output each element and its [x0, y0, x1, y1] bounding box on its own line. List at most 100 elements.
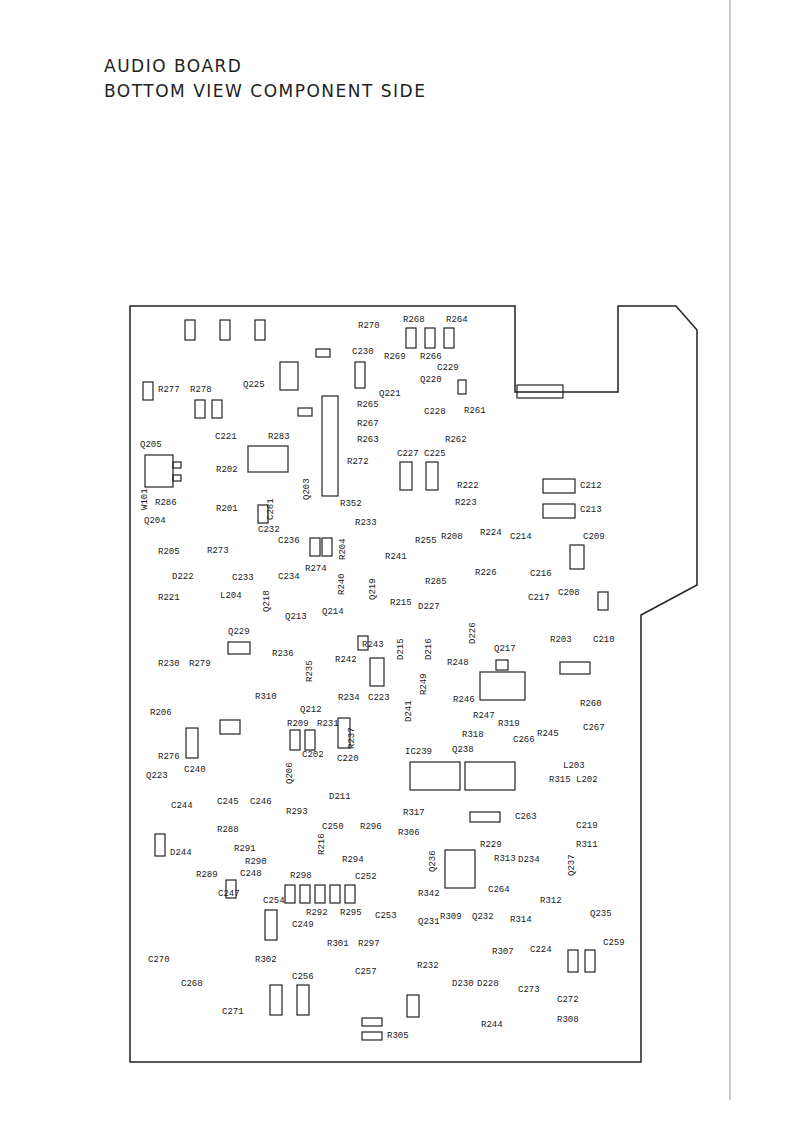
part-designator: R232 — [417, 961, 439, 971]
part-designator: R230 — [158, 659, 180, 669]
part-designator: C250 — [322, 822, 344, 832]
part-designator: R302 — [255, 955, 277, 965]
part-designator: L202 — [576, 775, 598, 785]
part-designator: R309 — [440, 912, 462, 922]
part-designator: R208 — [441, 532, 463, 542]
part-designator: C214 — [510, 532, 532, 542]
board-outline — [130, 306, 697, 1062]
part-designator: R222 — [457, 481, 479, 491]
part-designator: R267 — [357, 419, 379, 429]
part-designator: R263 — [357, 435, 379, 445]
part-designator: R279 — [189, 659, 211, 669]
part-designator: R202 — [216, 465, 238, 475]
part-designator: R236 — [272, 649, 294, 659]
part-designator: R288 — [217, 825, 239, 835]
part-designator: C213 — [580, 505, 602, 515]
part-designator: R269 — [384, 352, 406, 362]
part-designator: R226 — [475, 568, 497, 578]
part-designator: D227 — [418, 602, 440, 612]
part-designator: C268 — [181, 979, 203, 989]
part-designator: R313 — [494, 854, 516, 864]
part-designator: Q231 — [418, 917, 440, 927]
part-designator: R274 — [305, 564, 327, 574]
part-designator: R270 — [358, 321, 380, 331]
part-designator: C227 — [397, 449, 419, 459]
part-designator: R292 — [306, 908, 328, 918]
part-designator: R223 — [455, 498, 477, 508]
part-designator: Q237 — [567, 854, 577, 876]
part-designator: C217 — [528, 593, 550, 603]
part-designator: Q232 — [472, 912, 494, 922]
part-designator: Q219 — [368, 578, 378, 600]
part-designator: Q206 — [285, 762, 295, 784]
part-designator: R203 — [550, 635, 572, 645]
part-designator: R298 — [290, 871, 312, 881]
part-designator: R262 — [445, 435, 467, 445]
part-designator: R205 — [158, 547, 180, 557]
part-designator: R261 — [464, 406, 486, 416]
part-designator: R244 — [481, 1020, 503, 1030]
part-designator: R245 — [537, 729, 559, 739]
part-designator: R293 — [286, 807, 308, 817]
part-designator: D216 — [424, 638, 434, 660]
part-designator: R278 — [190, 385, 212, 395]
part-designator: R233 — [355, 518, 377, 528]
part-designator: R266 — [420, 352, 442, 362]
part-designator: R295 — [340, 908, 362, 918]
part-designator: R291 — [234, 844, 256, 854]
part-designator: C202 — [302, 750, 324, 760]
part-designator: C253 — [375, 911, 397, 921]
part-designator: R272 — [347, 457, 369, 467]
part-designator: C210 — [593, 635, 615, 645]
part-designator: Q223 — [146, 771, 168, 781]
part-designator: C216 — [530, 569, 552, 579]
part-designator: C270 — [148, 955, 170, 965]
part-designator: R310 — [255, 692, 277, 702]
part-designator: C236 — [278, 536, 300, 546]
part-designator: D241 — [404, 700, 414, 722]
diagram-title: AUDIO BOARD — [104, 56, 242, 76]
part-designator: R285 — [425, 577, 447, 587]
part-designator: R215 — [390, 598, 412, 608]
part-designator: R286 — [155, 498, 177, 508]
part-designator: R308 — [557, 1015, 579, 1025]
part-designator: C230 — [352, 347, 374, 357]
part-designator: R209 — [287, 719, 309, 729]
part-designator: R342 — [418, 889, 440, 899]
part-designator: R248 — [447, 658, 469, 668]
part-designator: Q218 — [262, 590, 272, 612]
part-designator: Q214 — [322, 607, 344, 617]
part-designator: C264 — [488, 885, 510, 895]
part-designator: C252 — [355, 872, 377, 882]
part-designator: C221 — [215, 432, 237, 442]
part-designator: C208 — [558, 588, 580, 598]
part-designator: C219 — [576, 821, 598, 831]
part-designator: R306 — [398, 828, 420, 838]
part-designator: R297 — [358, 939, 380, 949]
part-designator: Q221 — [379, 389, 401, 399]
part-designator: C246 — [250, 797, 272, 807]
part-designator: R277 — [158, 385, 180, 395]
part-designator: R289 — [196, 870, 218, 880]
part-designator: R264 — [446, 315, 468, 325]
part-designator: R231 — [317, 719, 339, 729]
part-designator: R307 — [492, 947, 514, 957]
part-designator: C244 — [171, 801, 193, 811]
part-designator: C259 — [603, 938, 625, 948]
part-designator: C247 — [218, 889, 240, 899]
part-designator: Q220 — [420, 375, 442, 385]
part-designator: R305 — [387, 1031, 409, 1041]
part-designator: C248 — [240, 869, 262, 879]
part-designator: C234 — [278, 572, 300, 582]
part-designator: Q238 — [452, 745, 474, 755]
part-designator: Q212 — [300, 705, 322, 715]
part-designator: W101 — [140, 488, 150, 510]
part-designator: R283 — [268, 432, 290, 442]
part-designator: IC239 — [405, 747, 432, 757]
part-designator: C254 — [263, 896, 285, 906]
part-designator: C257 — [355, 967, 377, 977]
part-designator: R204 — [338, 538, 348, 560]
part-designator: C261 — [266, 498, 276, 520]
part-designator: C266 — [513, 735, 535, 745]
part-designator: R224 — [480, 528, 502, 538]
